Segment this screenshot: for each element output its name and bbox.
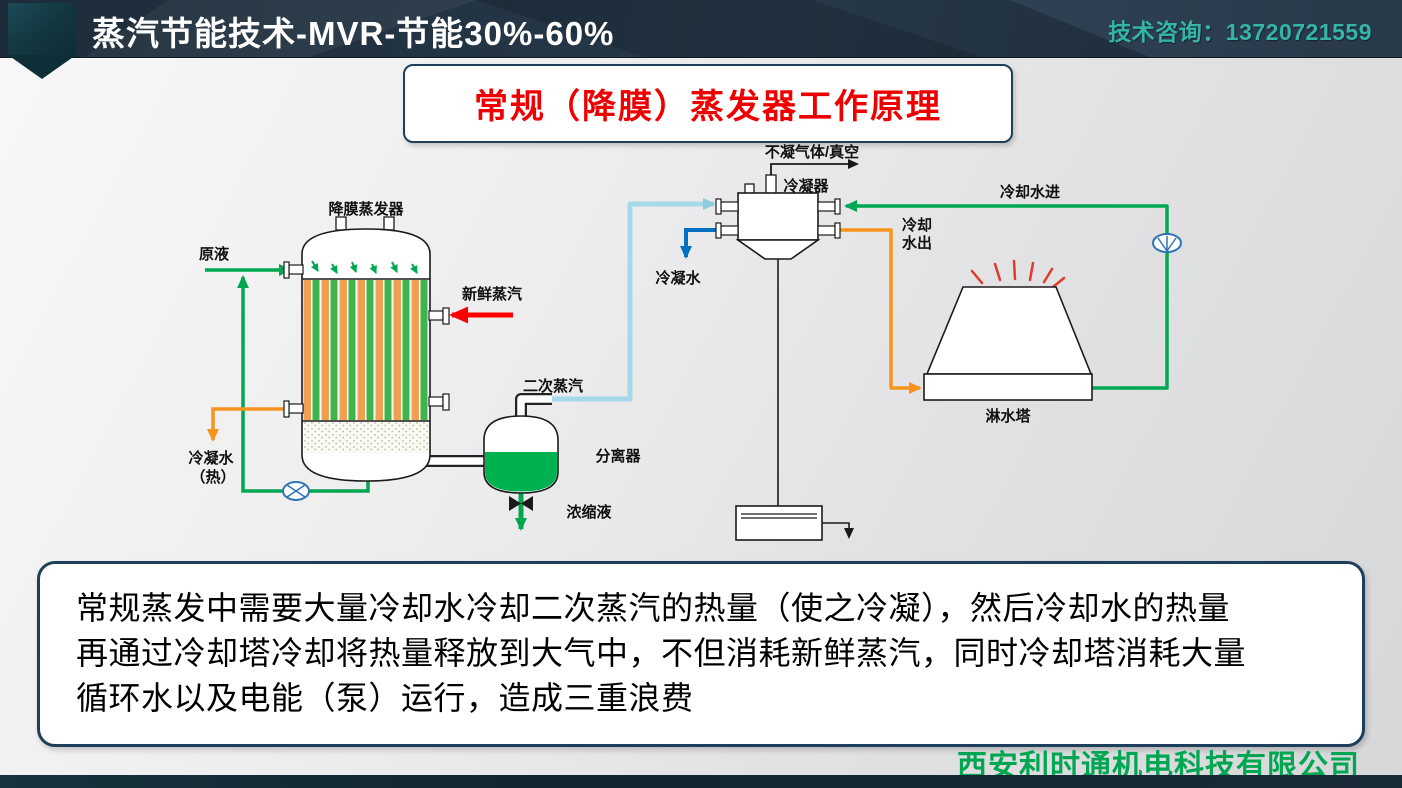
condenser-vessel [715,174,841,260]
label-condensate: 冷凝水 [655,269,701,287]
header-bar: 蒸汽节能技术-MVR-节能30%-60% 技术咨询：13720721559 [0,0,1402,58]
condensate-hot-line [207,407,299,442]
evaporator-nozzles [283,261,450,418]
vent-line [770,159,859,176]
pump-symbol [282,481,310,501]
condenser-cone [735,239,821,260]
condenser-body [737,192,819,241]
water-tank [735,505,854,541]
spray-marks [970,259,1066,289]
tank-outlet-line [822,522,854,539]
description-line-3: 循环水以及电能（泵）运行，造成三重浪费 [76,680,694,716]
cooling-water-out-line [840,228,922,394]
falling-film-evaporator [283,216,450,482]
ribbon-tail-decoration [8,55,76,79]
label-evaporator: 降膜蒸发器 [328,200,404,218]
label-condensate-hot: （热） [190,468,235,486]
process-diagram: 降膜蒸发器 原液 新鲜蒸汽 二次蒸汽 冷凝水 （热） 分离器 浓缩液 冷凝器 不… [188,143,1182,541]
label-condenser: 冷凝器 [783,177,829,195]
sprinkler-symbol [1152,233,1182,253]
description-line-1: 常规蒸发中需要大量冷却水冷却二次蒸汽的热量（使之冷凝），然后冷却水的热量 [76,590,1231,626]
footer-bar [0,775,1402,788]
header-contact-phone: 技术咨询：13720721559 [1108,19,1372,45]
label-raw-liquid: 原液 [199,245,230,263]
condensate-line [680,228,723,259]
label-concentrate: 浓缩液 [566,503,612,521]
evaporator-packing [303,421,429,453]
separator-vessel [483,415,559,511]
tank-body [735,505,823,541]
slide-title: 常规（降膜）蒸发器工作原理 [474,89,942,126]
label-condensate-hot: 冷凝水 [188,449,234,467]
label-cooling-out: 水出 [902,234,932,252]
slide-title-box: 常规（降膜）蒸发器工作原理 [403,64,1013,143]
evaporator-top-nozzle [335,216,347,231]
cooling-water-in-line [844,200,1169,390]
label-fresh-steam: 新鲜蒸汽 [462,285,522,303]
secondary-steam-line [552,198,716,402]
tower-body [925,286,1093,375]
label-cooling-in: 冷却水进 [1000,183,1060,201]
evaporator-tube-bundle [303,280,429,420]
label-cooling-out: 冷却 [902,216,932,234]
separator-elbow-pipe [517,395,552,418]
concentrate-valve [509,496,533,511]
label-secondary-steam: 二次蒸汽 [523,377,583,395]
tower-basin [923,373,1093,401]
ribbon-decoration [8,3,76,55]
label-spray-tower: 淋水塔 [985,407,1031,425]
label-separator: 分离器 [595,447,641,465]
description-box: 常规蒸发中需要大量冷却水冷却二次蒸汽的热量（使之冷凝），然后冷却水的热量 再通过… [37,561,1365,747]
condenser-vent-nozzle [765,174,777,195]
condenser-nozzles [715,198,841,239]
distribution-arrows [310,260,418,274]
evaporator-top-nozzle [383,216,395,231]
spray-tower [923,259,1093,401]
label-vent: 不凝气体/真空 [765,143,859,161]
header-title: 蒸汽节能技术-MVR-节能30%-60% [92,15,615,52]
separator-liquid [485,452,557,492]
description-line-2: 再通过冷却塔冷却将热量释放到大气中，不但消耗新鲜蒸汽，同时冷却塔消耗大量 [76,635,1247,671]
